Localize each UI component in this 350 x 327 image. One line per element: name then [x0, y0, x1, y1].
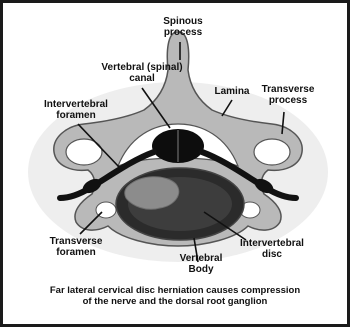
figure-caption: Far lateral cervical disc herniation cau… — [6, 285, 344, 307]
label-transverse-foramen: Transverse foramen — [44, 236, 108, 258]
disc-herniation — [125, 177, 179, 210]
label-intervertebral-disc: Intervertebral disc — [232, 238, 312, 260]
label-vertebral-canal: Vertebral (spinal) canal — [92, 62, 192, 84]
label-transverse-process: Transverse process — [258, 84, 318, 106]
label-spinous-process: Spinous process — [158, 16, 208, 38]
label-intervertebral-foramen: Intervertebral foramen — [36, 99, 116, 121]
label-vertebral-body: Vertebral Body — [176, 253, 226, 275]
label-lamina: Lamina — [212, 86, 252, 97]
transverse-foramen-right — [254, 139, 290, 165]
